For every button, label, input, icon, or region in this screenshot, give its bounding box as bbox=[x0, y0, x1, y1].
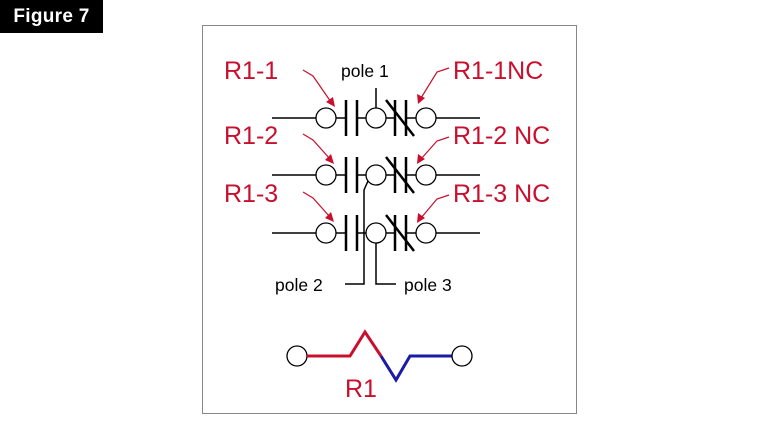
contact-row-1 bbox=[272, 99, 480, 137]
terminal-no-2 bbox=[315, 164, 337, 186]
label-r1-1: R1-1 bbox=[224, 57, 278, 85]
figure-label: Figure 7 bbox=[0, 0, 103, 33]
terminal-common-1 bbox=[365, 107, 387, 129]
label-r1-1nc: R1-1NC bbox=[453, 57, 543, 85]
label-coil-r1: R1 bbox=[345, 375, 377, 403]
arrow-r1-3 bbox=[302, 191, 334, 222]
coil-terminal-right bbox=[451, 345, 473, 367]
label-r1-3nc: R1-3 NC bbox=[453, 180, 550, 208]
label-pole-3: pole 3 bbox=[404, 275, 452, 295]
arrow-r1-1nc bbox=[417, 67, 450, 104]
coil-red-segment bbox=[307, 329, 383, 358]
nc-slash-3 bbox=[385, 214, 415, 252]
terminal-nc-2 bbox=[415, 164, 437, 186]
pole3-leader bbox=[375, 243, 396, 285]
relay-coil bbox=[286, 329, 473, 383]
label-pole-2: pole 2 bbox=[275, 275, 323, 295]
terminal-common-3 bbox=[365, 222, 387, 244]
coil-blue-segment bbox=[379, 354, 452, 383]
arrow-r1-2 bbox=[302, 133, 334, 164]
arrow-r1-1 bbox=[302, 69, 335, 107]
label-r1-2nc: R1-2 NC bbox=[453, 122, 550, 150]
arrow-r1-3nc bbox=[417, 194, 450, 223]
terminal-no-3 bbox=[315, 222, 337, 244]
nc-slash-2 bbox=[385, 156, 415, 194]
nc-slash-1 bbox=[385, 99, 415, 137]
label-r1-2: R1-2 bbox=[224, 122, 278, 150]
terminal-common-2 bbox=[365, 164, 387, 186]
label-r1-3: R1-3 bbox=[224, 180, 278, 208]
terminal-nc-3 bbox=[415, 222, 437, 244]
label-pole-1: pole 1 bbox=[341, 61, 389, 81]
coil-terminal-left bbox=[286, 345, 308, 367]
terminal-nc-1 bbox=[415, 107, 437, 129]
contact-row-2 bbox=[272, 156, 480, 194]
terminal-no-1 bbox=[315, 107, 337, 129]
arrow-r1-2nc bbox=[417, 136, 450, 164]
contact-row-3 bbox=[272, 214, 480, 252]
pole2-leader bbox=[345, 180, 369, 285]
